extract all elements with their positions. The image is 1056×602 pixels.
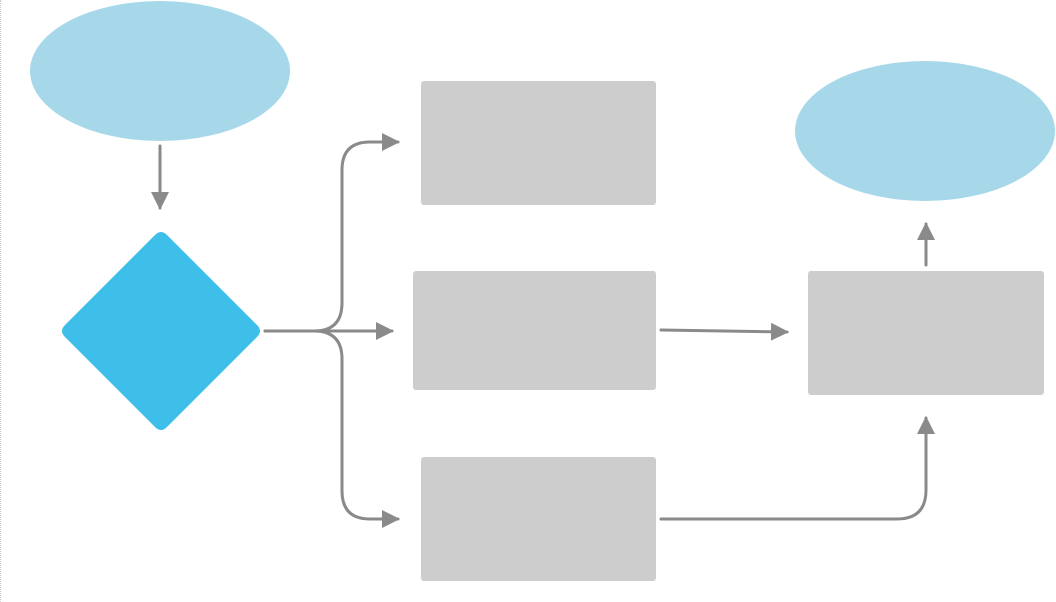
connector-process-bottom-to-merge xyxy=(659,416,935,521)
connectors xyxy=(151,133,935,528)
start-node[interactable] xyxy=(30,1,290,141)
connector-decision-to-process-top xyxy=(263,133,400,333)
decision-node[interactable] xyxy=(62,232,260,430)
connector-decision-to-process-bottom xyxy=(312,329,400,528)
end-ellipse xyxy=(795,61,1055,201)
start-ellipse xyxy=(30,1,290,141)
connector-process-middle-to-merge xyxy=(659,322,789,341)
process-merge-node[interactable] xyxy=(808,271,1044,395)
process-bottom-rect xyxy=(421,457,656,581)
process-merge-rect xyxy=(808,271,1044,395)
end-node[interactable] xyxy=(795,61,1055,201)
process-top-rect xyxy=(421,81,656,205)
process-middle-node[interactable] xyxy=(413,271,656,390)
process-bottom-node[interactable] xyxy=(421,457,656,581)
process-top-node[interactable] xyxy=(421,81,656,205)
page-edge-guide xyxy=(0,0,1,602)
decision-diamond xyxy=(62,232,260,430)
process-middle-rect xyxy=(413,271,656,390)
